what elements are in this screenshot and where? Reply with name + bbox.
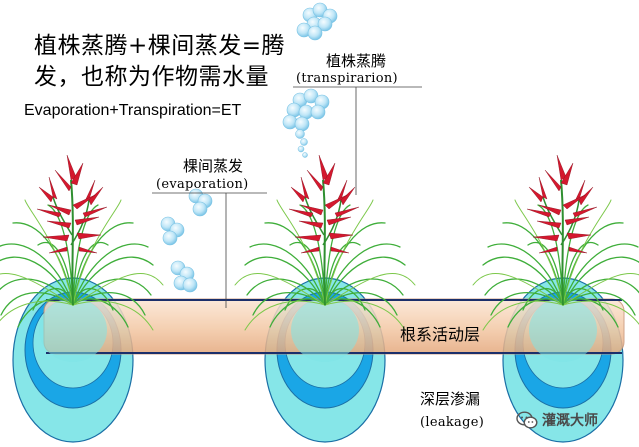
leader-lines bbox=[152, 86, 422, 308]
leakage-label-en: (leakage) bbox=[420, 415, 485, 430]
transpiration-cloud-mid bbox=[282, 88, 330, 132]
et-equation: Evaporation+Transpiration=ET bbox=[24, 102, 242, 119]
evaporation-label-cn: 棵间蒸发 bbox=[183, 157, 244, 175]
title-line-2: 发，也称为作物需水量 bbox=[34, 64, 269, 90]
watermark: 灌溉大师 bbox=[516, 410, 598, 430]
watermark-text: 灌溉大师 bbox=[542, 413, 598, 429]
wechat-icon bbox=[516, 411, 538, 429]
transpiration-label-en: (transpirarion) bbox=[296, 71, 398, 86]
evaporation-label-en: (evaporation) bbox=[156, 177, 249, 192]
title-line-1: 植株蒸腾+棵间蒸发=腾 bbox=[34, 33, 286, 59]
transpiration-droplets bbox=[295, 129, 308, 158]
evaporation-cloud-lower bbox=[170, 260, 198, 293]
wet-cores bbox=[39, 298, 597, 362]
leakage-label-cn: 深层渗漏 bbox=[420, 390, 481, 408]
root-zone-label: 根系活动层 bbox=[400, 325, 481, 344]
transpiration-cloud-top bbox=[296, 2, 338, 41]
evaporation-cloud-mid bbox=[160, 216, 185, 246]
transpiration-label-cn: 植株蒸腾 bbox=[326, 52, 387, 70]
